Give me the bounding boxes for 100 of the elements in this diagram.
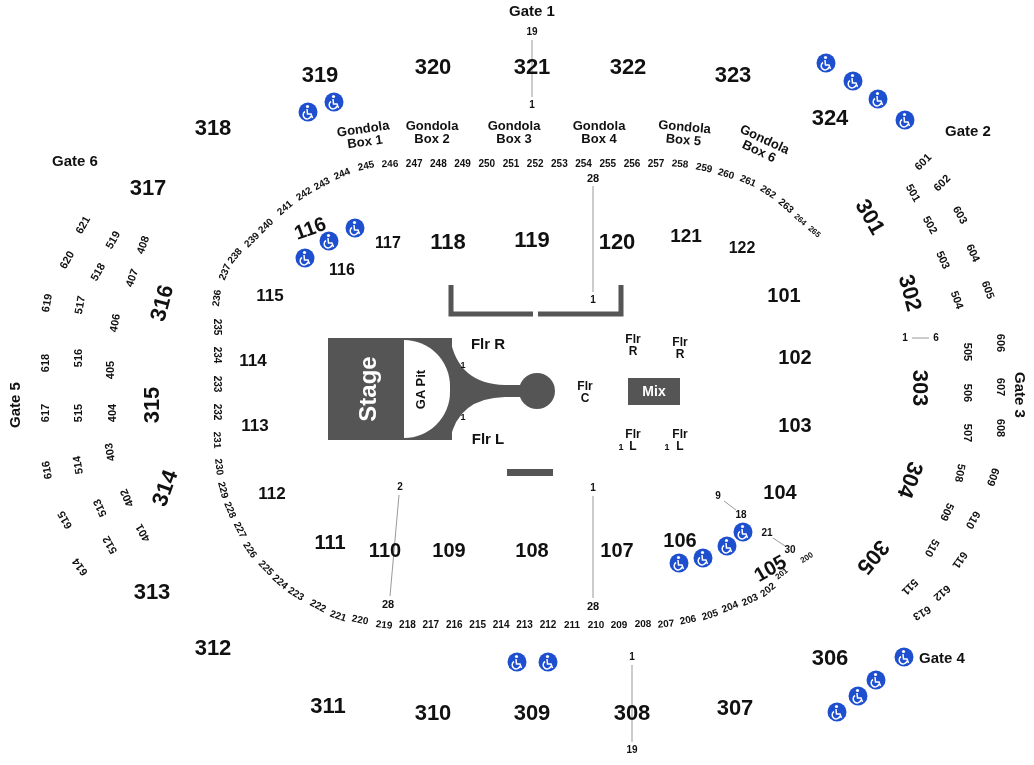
section-number: 619 <box>40 293 54 313</box>
row-number: 226 <box>241 540 259 560</box>
row-number: 208 <box>634 619 651 630</box>
row-number: 227 <box>231 520 249 540</box>
gondola-box-label: Gondola Box 1 <box>334 117 392 153</box>
row-number: 28 <box>381 598 395 610</box>
row-number: 217 <box>422 620 440 630</box>
section-number: 402 <box>118 487 136 509</box>
row-number: 209 <box>610 619 628 630</box>
row-number: 251 <box>502 159 520 169</box>
section-number: 519 <box>103 229 123 251</box>
row-number: 244 <box>332 166 352 182</box>
section-number: 118 <box>430 231 466 253</box>
section-number: 302 <box>894 272 926 314</box>
row-number: 250 <box>478 159 496 169</box>
section-number: 604 <box>964 242 982 264</box>
row-number: 207 <box>657 618 675 630</box>
section-number: 609 <box>984 466 1002 488</box>
row-number: 30 <box>784 545 796 555</box>
row-number: 1 <box>460 412 466 422</box>
section-number: 508 <box>953 463 967 483</box>
section-number: 313 <box>133 581 171 603</box>
section-number: 303 <box>909 369 931 407</box>
section-number: 506 <box>961 383 973 403</box>
gondola-box-label: Gondola Box 2 <box>404 119 460 145</box>
row-number: 247 <box>405 159 423 169</box>
section-number: 614 <box>70 556 90 578</box>
section-number: 613 <box>911 603 933 623</box>
row-number: 1 <box>460 360 466 370</box>
row-number: 211 <box>563 619 581 631</box>
section-number: 608 <box>994 418 1006 438</box>
row-number: 236 <box>210 289 224 307</box>
section-number: 408 <box>134 234 152 256</box>
section-number: 117 <box>375 235 401 251</box>
gate-label: Gate 1 <box>509 2 555 18</box>
row-number: 9 <box>715 491 721 501</box>
stage-area <box>328 338 452 440</box>
row-number: 1 <box>664 442 670 452</box>
row-number: 1 <box>590 483 596 493</box>
section-number: 616 <box>40 460 54 480</box>
row-number: 259 <box>694 161 714 175</box>
row-number: 256 <box>623 159 641 169</box>
section-number: 503 <box>934 249 952 271</box>
section-number: 121 <box>670 225 702 245</box>
section-number: 109 <box>432 540 466 560</box>
row-number: 200 <box>799 551 815 565</box>
row-number: 206 <box>678 613 698 627</box>
section-number: 309 <box>513 702 551 724</box>
section-number: 114 <box>239 351 267 369</box>
row-number: 265 <box>806 224 822 240</box>
section-number: 321 <box>513 56 551 78</box>
gate-label: Gate 2 <box>945 122 991 138</box>
section-number: 514 <box>71 455 85 475</box>
section-number: 505 <box>961 342 973 362</box>
section-number: 517 <box>73 295 87 315</box>
row-number: 1 <box>629 652 635 662</box>
section-number: 307 <box>716 697 754 719</box>
section-number: 620 <box>57 249 77 271</box>
row-number: 2 <box>397 482 403 492</box>
section-number: 611 <box>950 549 970 571</box>
gondola-box-label: Gondola Box 3 <box>486 119 542 145</box>
gondola-box-label: Gondola Box 4 <box>571 119 627 145</box>
section-number: 308 <box>613 702 651 724</box>
section-number: 615 <box>55 509 75 531</box>
row-number: 1 <box>590 295 596 305</box>
section-number: 602 <box>931 172 953 194</box>
row-number: 235 <box>212 318 222 336</box>
section-number: 113 <box>241 416 269 434</box>
row-number: 257 <box>647 159 665 169</box>
section-number: 621 <box>73 214 93 236</box>
row-number: 28 <box>586 600 600 612</box>
row-number: 239 <box>242 230 262 250</box>
row-number: 243 <box>312 175 332 193</box>
section-number: 509 <box>938 501 956 523</box>
section-number: 513 <box>91 497 109 519</box>
section-number: 320 <box>414 56 452 78</box>
section-number: 112 <box>258 484 286 502</box>
section-number: 323 <box>714 64 752 86</box>
section-number: 314 <box>148 467 182 509</box>
pit-area: GA Pit <box>404 340 450 438</box>
gate-label: Gate 5 <box>6 382 22 428</box>
row-number: 248 <box>430 159 447 169</box>
section-number: 403 <box>103 442 117 462</box>
section-number: 102 <box>778 347 812 367</box>
row-number: 221 <box>328 608 348 624</box>
section-number: 401 <box>133 522 153 544</box>
section-number: 311 <box>310 695 346 717</box>
section-number: 405 <box>104 360 116 380</box>
row-number: 218 <box>399 620 416 630</box>
row-number: 28 <box>586 172 600 184</box>
section-number: 106 <box>663 530 697 550</box>
row-number: 216 <box>445 620 463 630</box>
row-number: 255 <box>599 159 617 169</box>
row-number: 1 <box>902 333 908 343</box>
section-number: 103 <box>778 415 812 435</box>
row-number: 219 <box>375 619 393 631</box>
gate-label: Gate 6 <box>52 152 98 168</box>
floor-section-label: Flr L <box>471 430 505 446</box>
row-number: 225 <box>256 558 276 578</box>
row-number: 18 <box>735 510 747 520</box>
